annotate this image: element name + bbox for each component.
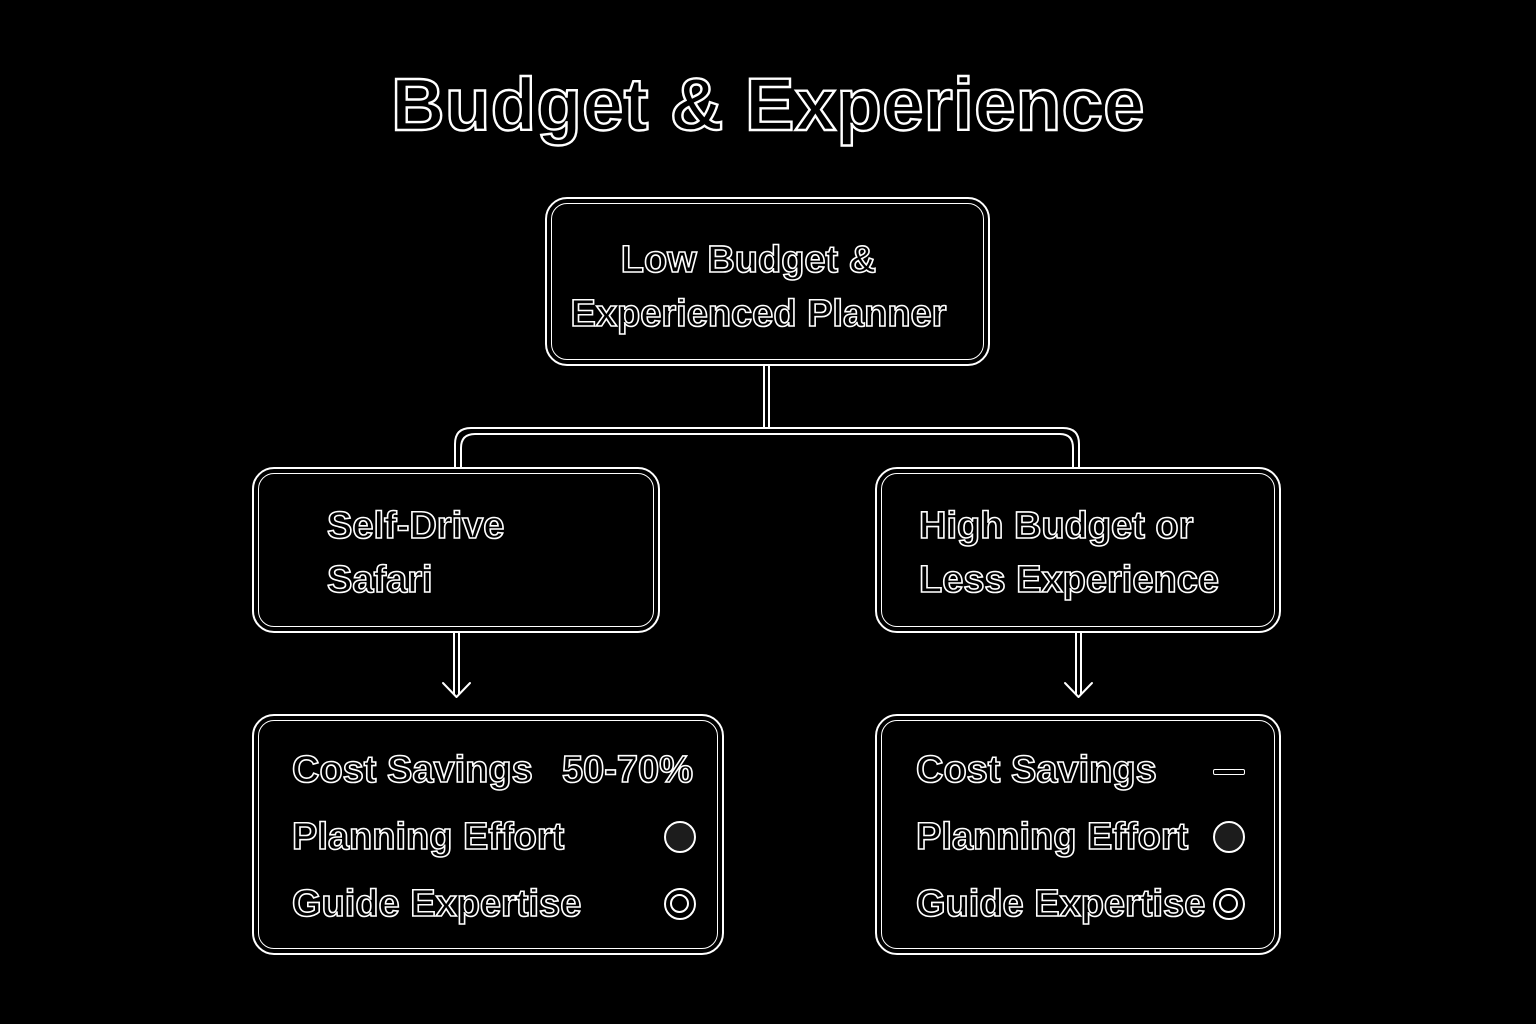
filled-circle-icon	[1213, 821, 1245, 853]
row-label-guide-expertise: Guide Expertise	[915, 882, 1206, 926]
comparison-card-right: Cost Savings Planning Effort Guide Exper…	[875, 714, 1281, 955]
cost-savings-value: 50-70%	[561, 748, 694, 792]
branch-left-line2: Safari	[326, 558, 433, 602]
branch-right-line2: Less Experience	[918, 558, 1220, 602]
branch-node-high-budget: High Budget or Less Experience	[875, 467, 1281, 633]
root-node: Low Budget & Experienced Planner	[545, 197, 990, 366]
empty-circle-icon	[1213, 888, 1245, 920]
card-row: Guide Expertise	[291, 881, 582, 927]
comparison-card-left: Cost Savings 50-70% Planning Effort Guid…	[252, 714, 724, 955]
row-label-cost-savings: Cost Savings	[915, 748, 1157, 792]
root-node-line2: Experienced Planner	[570, 292, 948, 336]
card-row-value: 50-70%	[561, 747, 694, 793]
branch-node-self-drive: Self-Drive Safari	[252, 467, 660, 633]
empty-circle-icon	[664, 888, 696, 920]
dash-icon	[1213, 769, 1245, 775]
branch-right-line1: High Budget or	[918, 504, 1194, 548]
card-row: Planning Effort	[915, 814, 1189, 860]
branch-left-line1: Self-Drive	[326, 504, 505, 548]
row-label-cost-savings: Cost Savings	[291, 748, 533, 792]
row-label-guide-expertise: Guide Expertise	[291, 882, 582, 926]
row-label-planning-effort: Planning Effort	[915, 815, 1189, 859]
root-node-line1: Low Budget &	[620, 238, 877, 282]
card-row: Cost Savings	[915, 747, 1157, 793]
card-row: Cost Savings	[291, 747, 533, 793]
row-label-planning-effort: Planning Effort	[291, 815, 565, 859]
card-row: Guide Expertise	[915, 881, 1206, 927]
diagram-title: Budget & Experience	[390, 62, 1146, 147]
card-row: Planning Effort	[291, 814, 565, 860]
filled-circle-icon	[664, 821, 696, 853]
